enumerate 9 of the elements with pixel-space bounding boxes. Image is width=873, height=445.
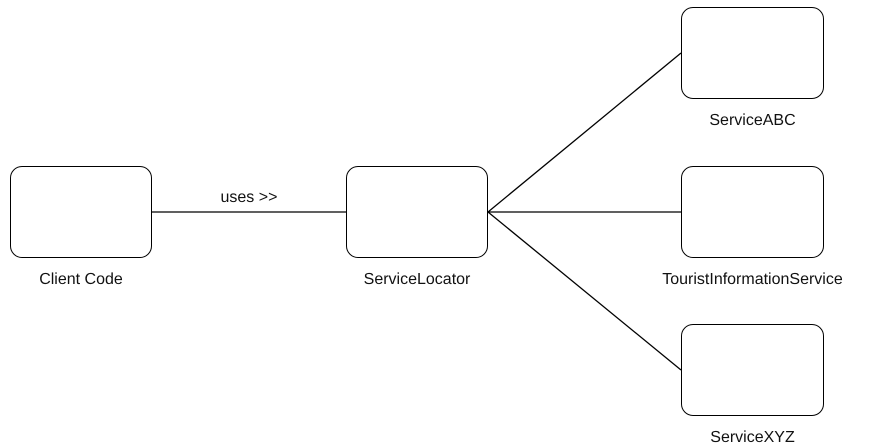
box-label: ServiceABC bbox=[709, 112, 796, 130]
box-label: ServiceLocator bbox=[364, 271, 470, 289]
connector-line bbox=[488, 212, 682, 370]
box-label: TouristInformationService bbox=[662, 271, 843, 289]
connector-line bbox=[488, 211, 681, 213]
box-label: Client Code bbox=[39, 271, 123, 289]
connector-line bbox=[488, 52, 682, 212]
box-label: ServiceXYZ bbox=[710, 429, 795, 445]
connector-line bbox=[152, 211, 346, 213]
